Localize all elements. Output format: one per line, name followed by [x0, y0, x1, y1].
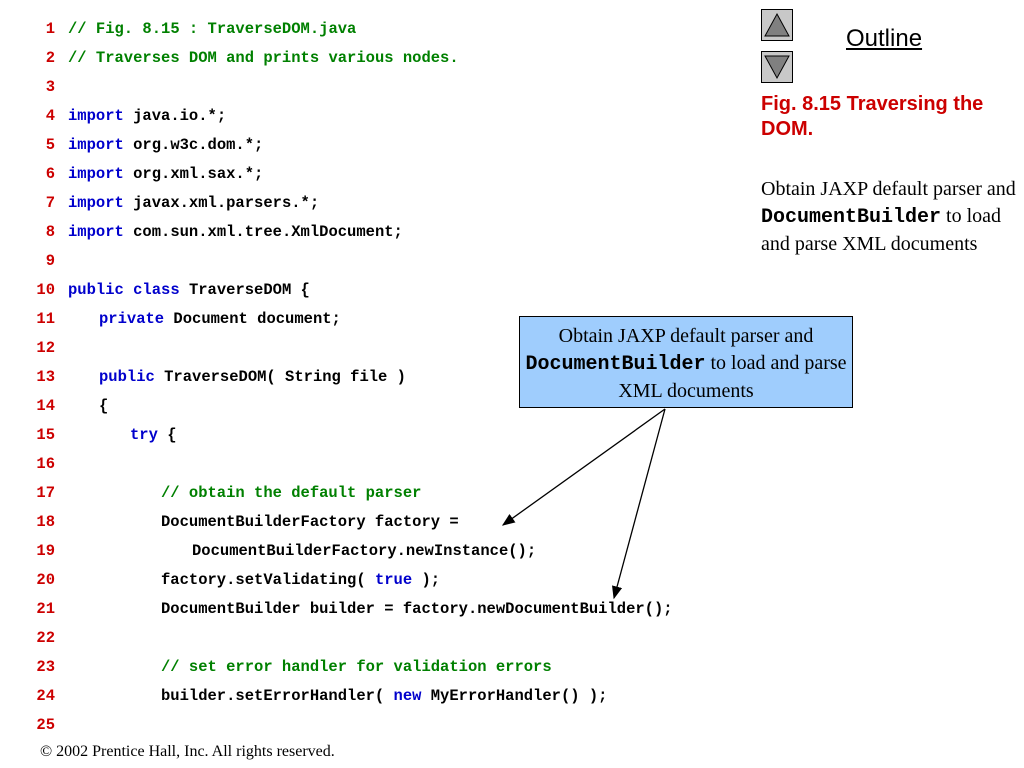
- code-keyword: new: [393, 687, 422, 705]
- code-keyword: import: [68, 107, 124, 125]
- code-comment: // set error handler for validation erro…: [161, 658, 552, 676]
- line-number: 1: [45, 20, 55, 38]
- code-text: builder.setErrorHandler( new MyErrorHand…: [161, 685, 607, 707]
- line-number: 20: [36, 571, 55, 589]
- code-text: {: [99, 395, 108, 417]
- code-token: factory.setValidating(: [161, 571, 375, 589]
- code-token: com.sun.xml.tree.XmlDocument;: [123, 223, 403, 241]
- code-keyword: true: [374, 571, 413, 589]
- code-token: MyErrorHandler() );: [421, 687, 608, 705]
- copyright-footer: © 2002 Prentice Hall, Inc. All rights re…: [40, 743, 335, 760]
- line-number: 6: [45, 165, 55, 183]
- code-text: private Document document;: [99, 308, 341, 330]
- code-token: org.xml.sax.*;: [123, 165, 264, 183]
- code-keyword: public: [68, 281, 124, 299]
- code-text: public class TraverseDOM {: [68, 279, 310, 301]
- code-text: public TraverseDOM( String file ): [99, 366, 406, 388]
- code-token: TraverseDOM {: [179, 281, 310, 299]
- line-number: 3: [45, 78, 55, 96]
- code-text: DocumentBuilder builder = factory.newDoc…: [161, 598, 673, 620]
- side-description-text: Obtain JAXP default parser and: [761, 178, 1016, 200]
- code-token: org.w3c.dom.*;: [123, 136, 264, 154]
- callout-text: Obtain JAXP default parser and: [558, 325, 814, 347]
- code-text: import java.io.*;: [68, 105, 226, 127]
- next-slide-button[interactable]: [761, 51, 793, 83]
- line-number: 15: [36, 426, 55, 444]
- line-number: 22: [36, 629, 55, 647]
- code-text: try {: [130, 424, 177, 446]
- outline-link[interactable]: Outline: [846, 25, 923, 52]
- line-number: 9: [45, 252, 55, 270]
- line-number: 19: [36, 542, 55, 560]
- code-keyword: import: [68, 165, 124, 183]
- line-number: 21: [36, 600, 55, 618]
- code-comment: // obtain the default parser: [161, 484, 422, 502]
- callout-text-end: to load and parse XML documents: [618, 352, 847, 402]
- code-token: {: [157, 426, 177, 444]
- line-number: 11: [36, 310, 55, 328]
- code-keyword: import: [68, 223, 124, 241]
- code-token: );: [412, 571, 441, 589]
- side-description-text-end: to load and parse XML documents: [761, 205, 1002, 255]
- callout-code: DocumentBuilder: [525, 353, 706, 376]
- code-text: import com.sun.xml.tree.XmlDocument;: [68, 221, 403, 243]
- code-text: // Traverses DOM and prints various node…: [68, 47, 459, 69]
- code-text: factory.setValidating( true );: [161, 569, 440, 591]
- line-number: 7: [45, 194, 55, 212]
- line-number: 10: [36, 281, 55, 299]
- line-number: 5: [45, 136, 55, 154]
- code-keyword: class: [133, 281, 180, 299]
- line-number: 12: [36, 339, 55, 357]
- line-number: 24: [36, 687, 55, 705]
- code-text: // set error handler for validation erro…: [161, 656, 552, 678]
- figure-title: Fig. 8.15 Traversing the DOM.: [761, 93, 984, 140]
- code-token: javax.xml.parsers.*;: [123, 194, 320, 212]
- line-number: 23: [36, 658, 55, 676]
- code-text: DocumentBuilderFactory factory =: [161, 511, 459, 533]
- triangle-up-icon: [764, 12, 790, 37]
- code-token: TraverseDOM( String file ): [154, 368, 406, 386]
- line-number: 17: [36, 484, 55, 502]
- line-number: 8: [45, 223, 55, 241]
- line-number: 14: [36, 397, 55, 415]
- code-token: DocumentBuilderFactory factory =: [161, 513, 459, 531]
- code-text: DocumentBuilderFactory.newInstance();: [192, 540, 536, 562]
- triangle-down-icon: [764, 55, 790, 80]
- code-keyword: import: [68, 194, 124, 212]
- code-token: builder.setErrorHandler(: [161, 687, 394, 705]
- code-text: import javax.xml.parsers.*;: [68, 192, 319, 214]
- code-token: DocumentBuilderFactory.newInstance();: [192, 542, 537, 560]
- arrow-to-line-21: [612, 408, 666, 600]
- code-token: {: [99, 397, 109, 415]
- code-text: // Fig. 8.15 : TraverseDOM.java: [68, 18, 356, 40]
- code-keyword: private: [99, 310, 165, 328]
- line-number: 25: [36, 716, 55, 734]
- line-number: 16: [36, 455, 55, 473]
- side-description: Obtain JAXP default parser and DocumentB…: [761, 176, 1021, 258]
- arrow-to-line-18: [501, 408, 666, 526]
- code-token: DocumentBuilder builder = factory.newDoc…: [161, 600, 673, 618]
- code-keyword: import: [68, 136, 124, 154]
- code-keyword: public: [99, 368, 155, 386]
- code-text: import org.w3c.dom.*;: [68, 134, 263, 156]
- code-comment: // Traverses DOM and prints various node…: [68, 49, 459, 67]
- code-token: Document document;: [164, 310, 341, 328]
- line-number: 18: [36, 513, 55, 531]
- callout-box: Obtain JAXP default parser and DocumentB…: [519, 316, 853, 408]
- code-text: import org.xml.sax.*;: [68, 163, 263, 185]
- line-number: 13: [36, 368, 55, 386]
- side-description-code: DocumentBuilder: [761, 206, 942, 229]
- previous-slide-button[interactable]: [761, 9, 793, 41]
- line-number: 4: [45, 107, 55, 125]
- line-number: 2: [45, 49, 55, 67]
- code-comment: // Fig. 8.15 : TraverseDOM.java: [68, 20, 357, 38]
- code-text: // obtain the default parser: [161, 482, 421, 504]
- code-keyword: try: [130, 426, 158, 444]
- code-token: java.io.*;: [123, 107, 227, 125]
